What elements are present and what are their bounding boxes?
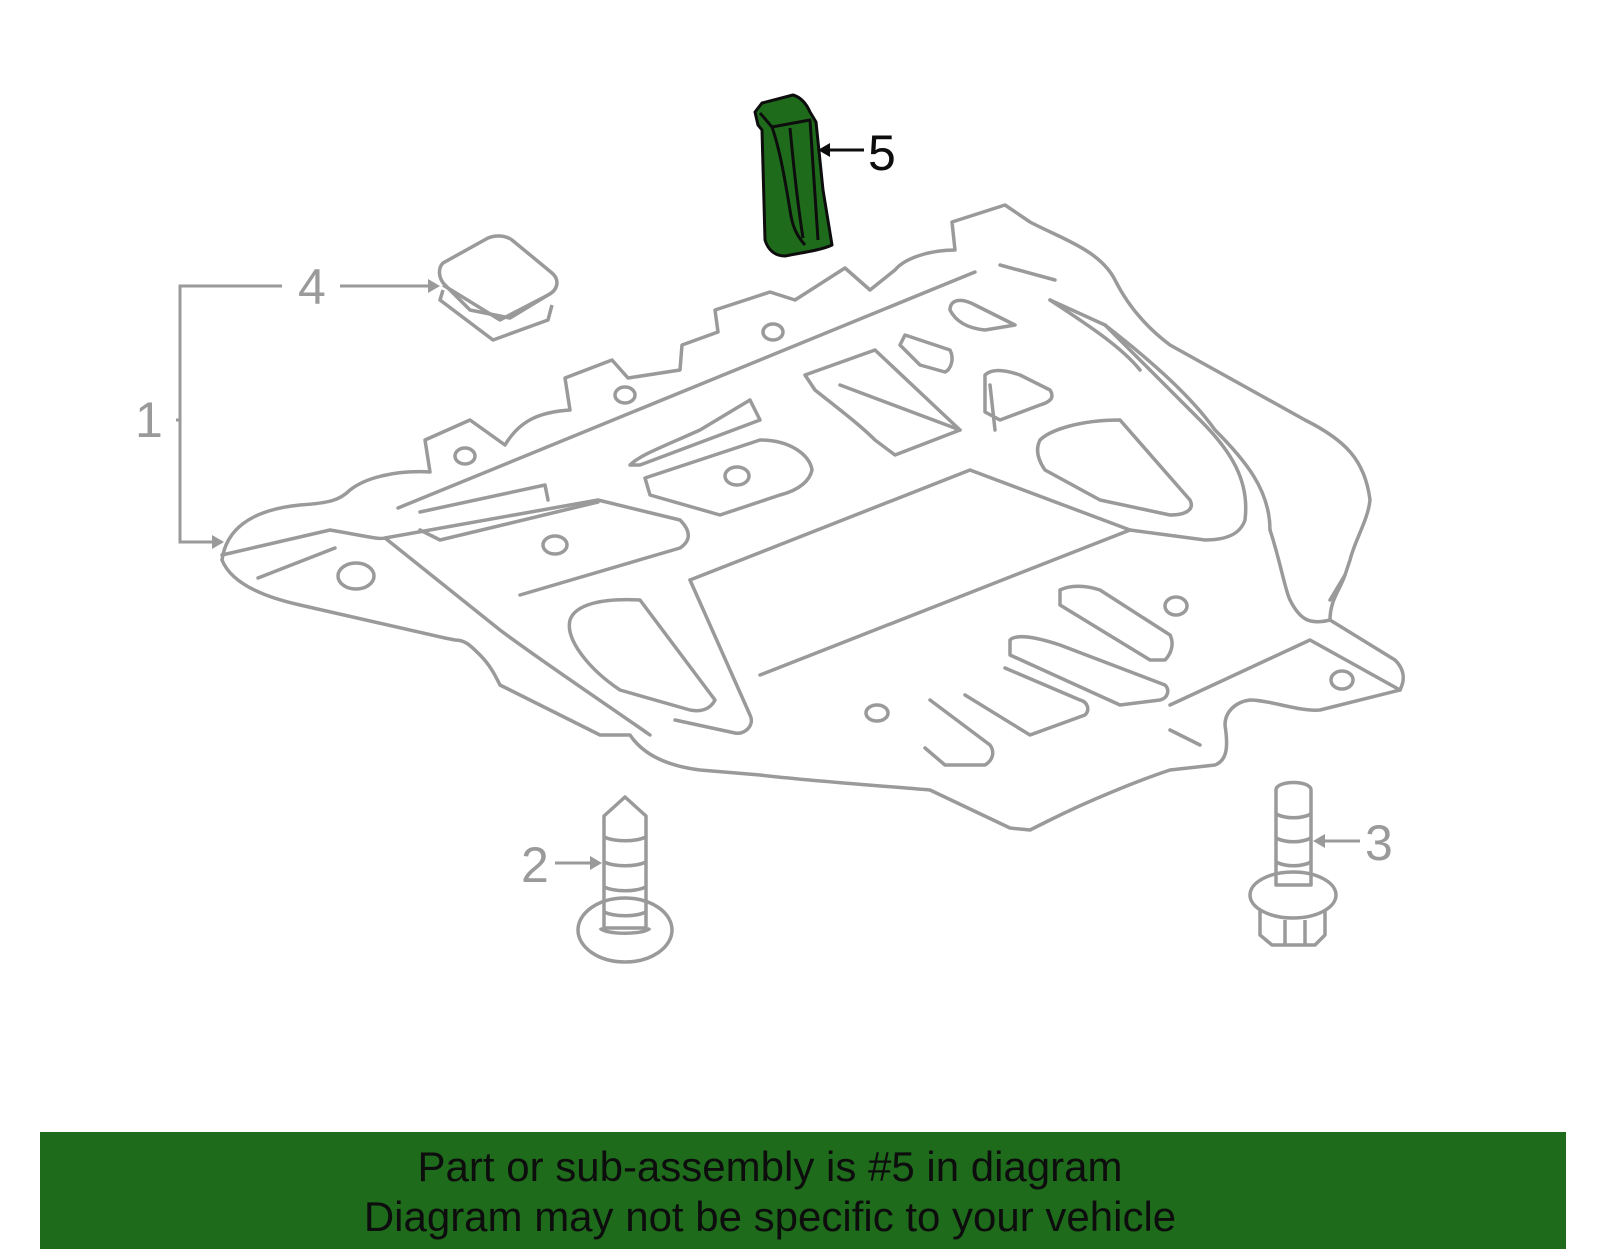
banner-line-disclaimer: Diagram may not be specific to your vehi… — [363, 1193, 1177, 1240]
leader-lines — [176, 284, 1360, 865]
bolt-part-3 — [1248, 780, 1338, 947]
callout-label-5: 5 — [868, 125, 896, 181]
banner-line-part-number: Part or sub-assembly is #5 in diagram — [417, 1143, 1123, 1190]
pad-part-4 — [437, 234, 559, 342]
callout-label-2: 2 — [521, 837, 549, 893]
info-banner: Part or sub-assembly is #5 in diagram Di… — [40, 1132, 1566, 1249]
callout-label-1: 1 — [135, 392, 163, 448]
leader-line-5 — [818, 143, 864, 157]
bracket-part-5-highlighted — [753, 93, 834, 258]
skid-plate-part-1 — [220, 203, 1406, 832]
arrowheads — [212, 279, 1325, 870]
callout-label-3: 3 — [1365, 815, 1393, 871]
callout-label-4: 4 — [298, 259, 326, 315]
bolt-part-2 — [576, 795, 674, 964]
banner-text: Part or sub-assembly is #5 in diagram Di… — [40, 1132, 1500, 1242]
